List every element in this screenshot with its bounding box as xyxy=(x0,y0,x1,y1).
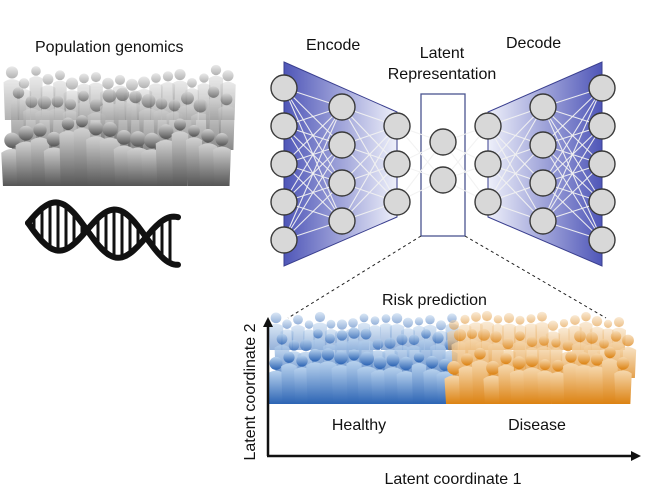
network-edge xyxy=(283,144,343,241)
network-edge xyxy=(283,106,343,241)
healthy-label: Healthy xyxy=(332,417,386,434)
network-edge xyxy=(542,125,603,222)
network-node xyxy=(429,166,457,194)
person-silhouette xyxy=(458,353,476,404)
person-silhouette xyxy=(59,117,77,186)
disease-crowd-icon xyxy=(444,310,637,404)
person-silhouette xyxy=(198,129,218,186)
network-node xyxy=(328,131,356,159)
person-silhouette xyxy=(281,351,297,404)
person-silhouette xyxy=(444,360,464,404)
person-silhouette xyxy=(509,356,529,404)
network-node xyxy=(474,112,502,140)
population-genomics-label: Population genomics xyxy=(35,39,184,56)
x-axis-label: Latent coordinate 1 xyxy=(385,471,522,488)
person-silhouette xyxy=(43,131,65,186)
network-node xyxy=(588,150,616,178)
network-edge xyxy=(487,106,544,203)
latent-box xyxy=(420,93,466,237)
network-node xyxy=(328,207,356,235)
person-silhouette xyxy=(498,352,514,404)
network-edge xyxy=(283,106,343,203)
encode-label: Encode xyxy=(306,37,360,54)
person-silhouette xyxy=(411,352,427,404)
network-node xyxy=(529,131,557,159)
network-nodes xyxy=(270,74,616,254)
person-silhouette xyxy=(266,356,286,404)
network-edge xyxy=(542,87,603,222)
person-silhouette xyxy=(602,346,618,404)
network-node xyxy=(429,128,457,156)
network-node xyxy=(270,226,298,254)
person-silhouette xyxy=(614,357,632,404)
network-node xyxy=(328,93,356,121)
person-silhouette xyxy=(155,124,177,186)
person-silhouette xyxy=(171,118,189,186)
network-node xyxy=(383,150,411,178)
dna-helix-icon xyxy=(25,199,181,268)
decode-label: Decode xyxy=(506,35,561,52)
network-node xyxy=(270,74,298,102)
person-silhouette xyxy=(294,355,310,404)
network-node xyxy=(474,188,502,216)
person-silhouette xyxy=(483,360,503,404)
person-silhouette xyxy=(563,351,579,404)
network-node xyxy=(270,188,298,216)
network-node xyxy=(474,150,502,178)
person-silhouette xyxy=(396,356,416,404)
person-silhouette xyxy=(331,350,351,404)
person-silhouette xyxy=(549,359,567,404)
network-node xyxy=(588,226,616,254)
network-node xyxy=(270,112,298,140)
y-axis-label: Latent coordinate 2 xyxy=(242,323,259,460)
person-silhouette xyxy=(575,352,593,404)
person-silhouette xyxy=(30,123,50,186)
disease-label: Disease xyxy=(508,417,566,434)
zoom-line-left xyxy=(287,235,422,319)
person-silhouette xyxy=(537,359,553,404)
risk-prediction-label: Risk prediction xyxy=(382,292,487,309)
person-silhouette xyxy=(185,125,203,186)
encoder-funnel xyxy=(283,61,398,267)
person-silhouette xyxy=(400,317,416,350)
decoder-funnel xyxy=(487,61,603,267)
network-node xyxy=(270,150,298,178)
person-silhouette xyxy=(213,133,231,186)
network-node xyxy=(529,169,557,197)
network-edge xyxy=(542,87,603,184)
person-silhouette xyxy=(588,353,606,404)
network-edge xyxy=(341,125,398,222)
latent-label-line2: Representation xyxy=(388,66,497,83)
network-node xyxy=(529,207,557,235)
person-silhouette xyxy=(523,354,541,404)
network-node xyxy=(529,93,557,121)
network-node xyxy=(328,169,356,197)
person-silhouette xyxy=(306,348,324,404)
network-node xyxy=(588,112,616,140)
crowd-icon xyxy=(1,64,236,186)
latent-label-line1: Latent xyxy=(420,45,465,62)
network-node xyxy=(383,188,411,216)
network-node xyxy=(588,188,616,216)
person-silhouette xyxy=(471,347,489,404)
network-node xyxy=(383,112,411,140)
network-node xyxy=(588,74,616,102)
person-silhouette xyxy=(423,355,441,404)
healthy-crowd-icon xyxy=(266,311,459,404)
